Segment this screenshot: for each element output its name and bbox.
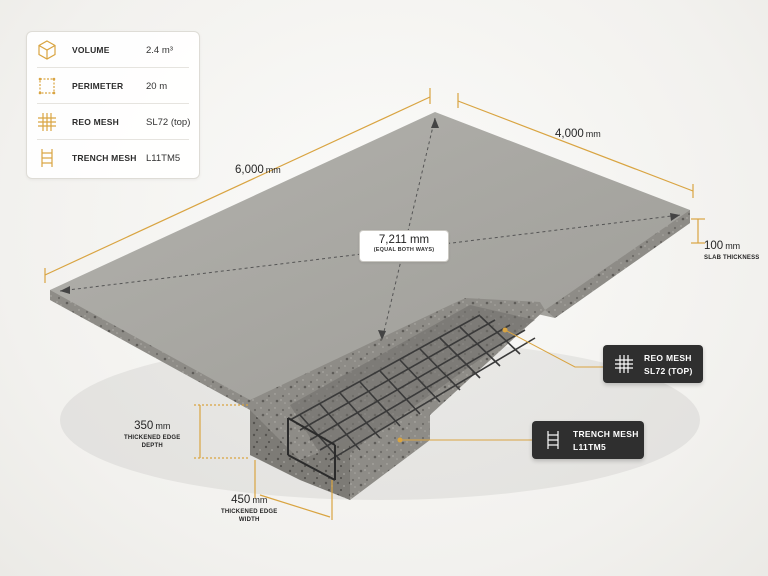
length-unit: mm: [265, 165, 281, 175]
edge-width-label-1: THICKENED EDGE: [221, 509, 278, 515]
reo-mesh-leader-dot: [502, 327, 508, 333]
edge-depth-label-2: DEPTH: [141, 443, 163, 449]
reo-mesh-callout: REO MESH SL72 (TOP): [603, 345, 703, 383]
width-value: 4,000: [555, 128, 584, 140]
trench-mesh-callout-value: L11TM5: [573, 442, 606, 452]
width-unit: mm: [585, 129, 601, 139]
legend-label: REO MESH: [72, 117, 119, 127]
legend-row-perimeter: PERIMETER 20 m: [27, 68, 199, 104]
length-value: 6,000: [235, 164, 264, 176]
perimeter-square-icon: [38, 77, 56, 95]
dimension-lines: [44, 88, 705, 520]
legend-value: 20 m: [146, 80, 168, 92]
legend-label: PERIMETER: [72, 81, 124, 91]
diagonal-arrowheads: [60, 118, 680, 340]
mesh-grid-icon: [615, 355, 633, 373]
edge-depth-label-1: THICKENED EDGE: [124, 435, 181, 441]
legend-card: VOLUME 2.4 m³ PERIMETER 20 m REO MESH SL…: [26, 31, 200, 179]
ladder-mesh-icon: [41, 149, 53, 167]
thickness-value: 100: [704, 240, 724, 252]
legend-row-volume: VOLUME 2.4 m³: [27, 32, 199, 68]
edge-width-value: 450: [231, 494, 251, 506]
diagonal-value: 7,211 mm: [378, 234, 430, 246]
mesh-grid-icon: [38, 113, 56, 131]
cube-icon: [38, 40, 56, 60]
trench-mesh-leader-dot: [397, 437, 403, 443]
diagonal-label: 7,211 mm (EQUAL BOTH WAYS): [359, 230, 449, 262]
trench-mesh-callout: TRENCH MESH L11TM5: [532, 421, 644, 459]
slab-right-side: [545, 210, 690, 318]
edge-depth-value: 350: [134, 420, 154, 432]
reo-mesh-callout-value: SL72 (TOP): [644, 366, 693, 376]
slab-front-side: [50, 290, 250, 410]
edge-depth-unit: mm: [155, 421, 171, 431]
legend-label: VOLUME: [72, 45, 110, 55]
legend-value: L11TM5: [146, 152, 181, 164]
diagonal-note: (EQUAL BOTH WAYS): [373, 247, 435, 253]
ladder-mesh-icon: [547, 431, 559, 449]
legend-label: TRENCH MESH: [72, 153, 137, 163]
legend-value: 2.4 m³: [146, 44, 173, 56]
reo-mesh-callout-title: REO MESH: [644, 353, 692, 363]
edge-width-unit: mm: [252, 495, 268, 505]
thickness-unit: mm: [725, 241, 741, 251]
edge-width-label-2: WIDTH: [238, 517, 260, 523]
trench-mesh-callout-title: TRENCH MESH: [573, 429, 639, 439]
thickness-label: SLAB THICKNESS: [704, 255, 760, 261]
legend-row-reo-mesh: REO MESH SL72 (top): [27, 104, 199, 140]
callout-leaders: [400, 329, 603, 441]
legend-row-trench-mesh: TRENCH MESH L11TM5: [27, 140, 199, 176]
legend-value: SL72 (top): [146, 116, 191, 128]
trench-section-end: [250, 410, 350, 500]
trench-mesh-bars: [287, 417, 336, 481]
